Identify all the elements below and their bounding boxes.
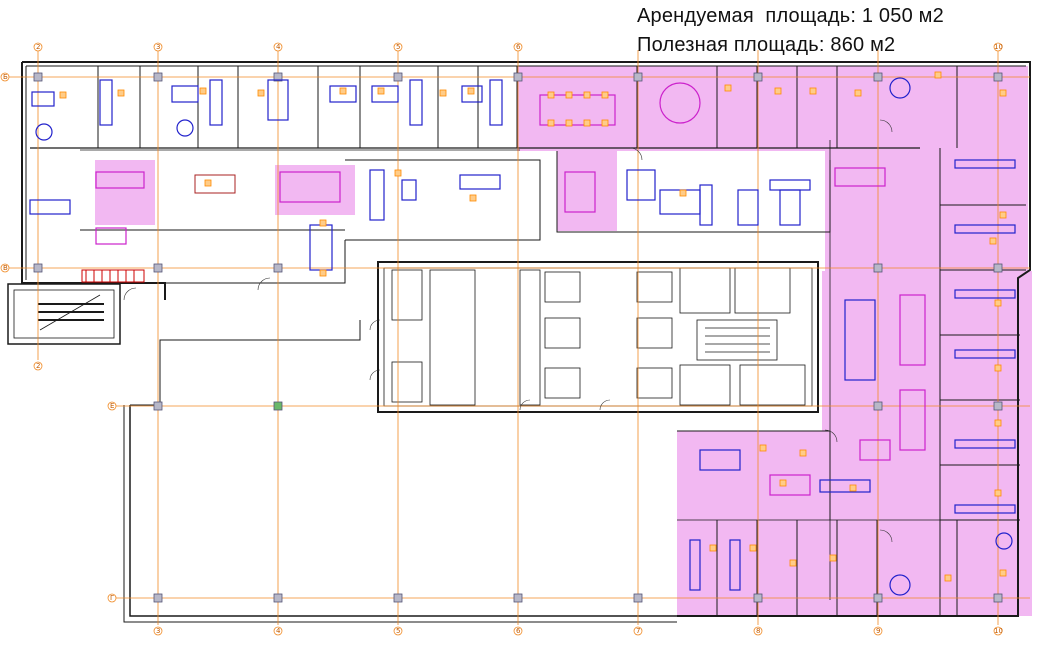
axis-label-v: В [3,264,8,272]
axis-label-3-top: 3 [156,43,160,51]
kitchen-area [81,174,236,283]
axis-label-10-bottom: 10 [994,627,1003,635]
building-core [391,267,806,406]
building-walls [21,61,1031,623]
axis-label-8-bottom: 8 [756,627,760,635]
axis-label-4-top: 4 [276,43,281,51]
axis-label-9-bottom: 9 [876,627,880,635]
chairs [59,71,1007,582]
tenant-zone [95,66,1032,616]
axis-label-3-bottom: 3 [156,627,160,635]
axis-label-6-bottom: 6 [516,627,521,635]
staircase-left [7,283,121,345]
axis-label-g: Г [110,594,114,602]
desks [29,79,1016,591]
rentable-area-label: Арендуемая площадь: 1 050 м2 [637,5,944,27]
axis-label-7-bottom: 7 [636,627,640,635]
axis-label-e: Е [110,402,114,410]
furniture-magenta [95,82,926,496]
axis-label-b: Б [3,73,8,81]
axis-label-5-top: 5 [396,43,400,51]
door-swings [123,119,893,543]
columns [33,72,1003,603]
useful-area-label: Полезная площадь: 860 м2 [637,34,896,56]
axis-label-6-top: 6 [516,43,521,51]
axis-label-2-top: 2 [36,43,40,51]
axis-label-10-top: 10 [994,43,1003,51]
axis-label-2-side: 2 [36,362,40,370]
axis-markers [0,42,1003,636]
axis-label-5-bottom: 5 [396,627,400,635]
office-dividers-top [97,66,958,148]
axis-label-4-bottom: 4 [276,627,281,635]
axis-labels: 2 3 4 5 6 10 3 4 5 6 7 8 9 10 2 Б В Е Г [3,43,1003,635]
